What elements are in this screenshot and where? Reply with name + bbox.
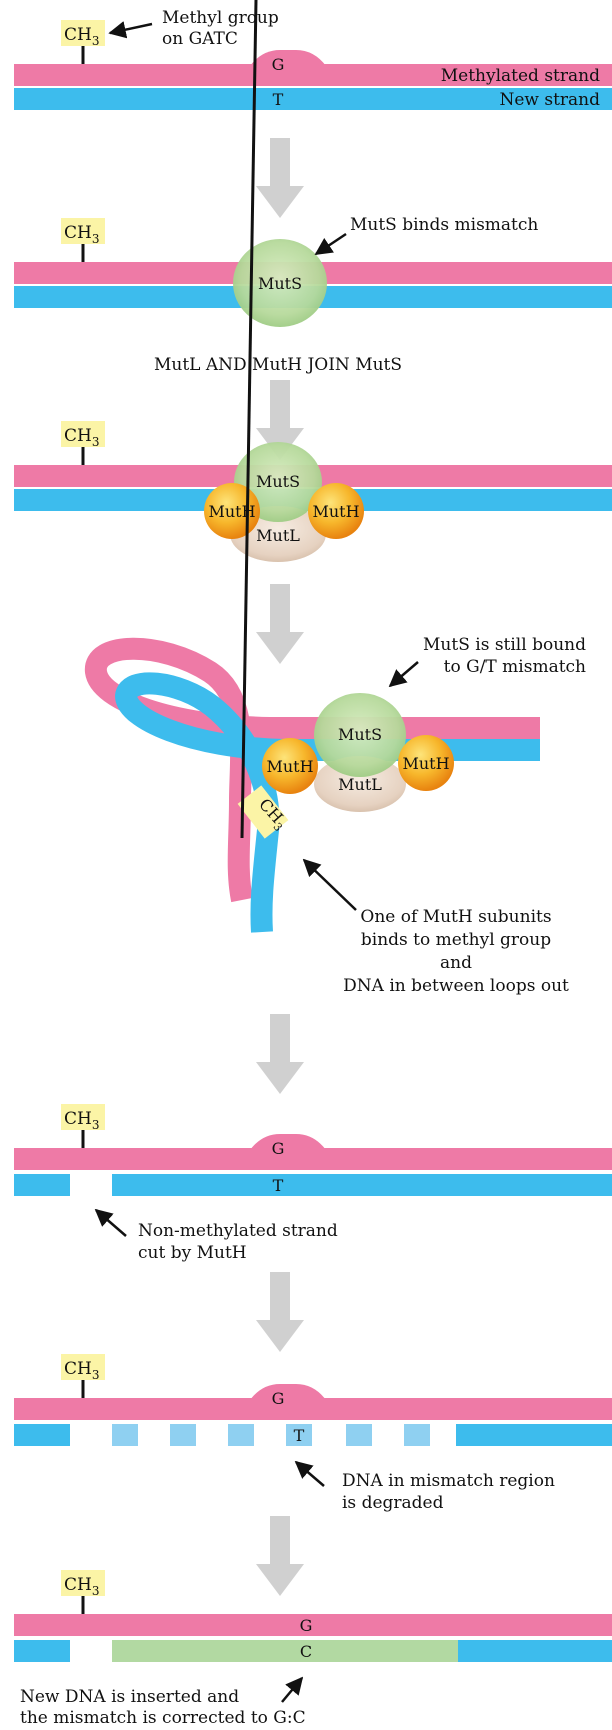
base-t: T [273, 1176, 284, 1195]
step6-degradation: CH3 G T DNA in mismatch region is degrad… [14, 1354, 612, 1513]
ch3-label: CH3 [64, 1109, 99, 1132]
process-arrow-3 [256, 584, 304, 664]
methyl-note-arrow [108, 21, 153, 39]
muts-ball [314, 693, 406, 777]
base-t: T [294, 1426, 305, 1445]
muth-left-label: MutH [208, 502, 255, 521]
mutl-label: MutL [338, 775, 382, 794]
methylated-strand-bulge [250, 1384, 326, 1400]
degrade-note-line1: DNA in mismatch region [342, 1471, 555, 1491]
step1-initial-mismatch: CH3 Methyl group on GATC G T Methylated … [14, 8, 612, 110]
muts-label: MutS [338, 725, 382, 744]
ch3-label: CH3 [64, 1359, 99, 1382]
muts-label: MutS [258, 274, 302, 293]
base-c: C [300, 1642, 312, 1661]
base-t: T [273, 90, 284, 109]
muth-left-protein [262, 738, 318, 794]
muts-note-arrow [388, 661, 419, 688]
process-arrow-6 [256, 1516, 304, 1596]
muth-note-line3: and [440, 953, 472, 973]
muth-note-line4: DNA in between loops out [343, 976, 569, 996]
muts-protein [233, 239, 327, 327]
base-g: G [272, 1139, 285, 1158]
cut-note-arrow [94, 1208, 127, 1237]
muth-note-line2: binds to methyl group [361, 930, 551, 950]
base-g: G [300, 1616, 313, 1635]
degraded-fragment-4 [286, 1424, 312, 1446]
new-strand-right-fragment [112, 1174, 612, 1196]
degraded-fragment-5 [346, 1424, 372, 1446]
methyl-stick [240, 0, 258, 839]
ch3-box [61, 1354, 105, 1380]
process-arrow-1 [256, 138, 304, 218]
methylated-strand-label: Methylated strand [441, 66, 600, 86]
degraded-fragment-1 [112, 1424, 138, 1446]
muth-right-label: MutH [402, 754, 449, 773]
ch3-box [237, 785, 289, 839]
insert-note-line1: New DNA is inserted and [20, 1687, 239, 1707]
ch3-label: CH3 [64, 223, 99, 246]
degraded-fragment-6 [404, 1424, 430, 1446]
methylated-strand [14, 1398, 612, 1420]
degrade-note-arrow [294, 1460, 325, 1487]
muth-right-protein [398, 735, 454, 791]
muth-left-label: MutH [266, 757, 313, 776]
ch3-box [61, 218, 105, 244]
step3-caption: MutL AND MutH JOIN MutS [154, 355, 402, 375]
new-strand-right-fragment [456, 1424, 612, 1446]
insert-note-line2: the mismatch is corrected to G:C [20, 1708, 306, 1728]
base-g: G [272, 55, 285, 74]
muts-label: MutS [256, 472, 300, 491]
ch3-label: CH3 [64, 426, 99, 449]
step3-mutl-muth-join: CH3 MutL MutS MutH MutH [14, 421, 612, 562]
base-g: G [272, 1389, 285, 1408]
ch3-box [61, 421, 105, 447]
step7-corrected: CH3 G C New DNA is inserted and the mism… [14, 1570, 612, 1728]
ch3-label: CH3 [64, 25, 99, 48]
ch3-label: CH3 [64, 1575, 99, 1598]
methyl-note-line1: Methyl group [162, 8, 279, 28]
step2-muts-binds: CH3 MutS MutS binds mismatch [14, 215, 612, 327]
new-strand-left-fragment [14, 1174, 70, 1196]
step5-strand-cut: CH3 G T Non-methylated strand cut by Mut… [14, 1104, 612, 1263]
methylated-strand-bulge [250, 1134, 326, 1150]
insert-note-arrow [281, 1676, 304, 1703]
methylated-strand [14, 1614, 612, 1636]
methylated-strand [14, 64, 612, 86]
process-arrow-5 [256, 1272, 304, 1352]
methyl-note-line2: on GATC [162, 29, 238, 49]
ch3-box [61, 20, 105, 46]
degraded-fragment-2 [170, 1424, 196, 1446]
methylated-strand-bulge [250, 50, 326, 66]
degraded-fragment-3 [228, 1424, 254, 1446]
methylated-strand [14, 1148, 612, 1170]
new-strand [14, 88, 612, 110]
inserted-new-dna [112, 1640, 458, 1662]
process-arrow-4 [256, 1014, 304, 1094]
cut-note-line2: cut by MutH [138, 1243, 247, 1263]
step4-dna-loops-out: MutL MutS MutH CH3 MutH MutS is still bo… [85, 0, 586, 996]
muth-note-arrow [302, 858, 357, 911]
new-strand-left-fragment [14, 1424, 70, 1446]
mutl-label: MutL [256, 526, 300, 545]
cut-note-line1: Non-methylated strand [138, 1221, 338, 1241]
muts-note: MutS binds mismatch [350, 215, 538, 235]
ch3-box [61, 1570, 105, 1596]
muts-note-arrow [314, 232, 347, 256]
new-strand-label: New strand [499, 90, 600, 110]
new-strand-left-fragment [14, 1640, 70, 1662]
degrade-note-line2: is degraded [342, 1493, 444, 1513]
new-strand-loop [114, 672, 540, 933]
muth-right-label: MutH [312, 502, 359, 521]
muth-right-protein [308, 483, 364, 539]
muth-note-line1: One of MutH subunits [360, 907, 551, 927]
muts-note-line1: MutS is still bound [423, 635, 586, 655]
muts-note-line2: to G/T mismatch [444, 657, 586, 677]
new-strand-right-fragment [458, 1640, 612, 1662]
ch3-box [61, 1104, 105, 1130]
